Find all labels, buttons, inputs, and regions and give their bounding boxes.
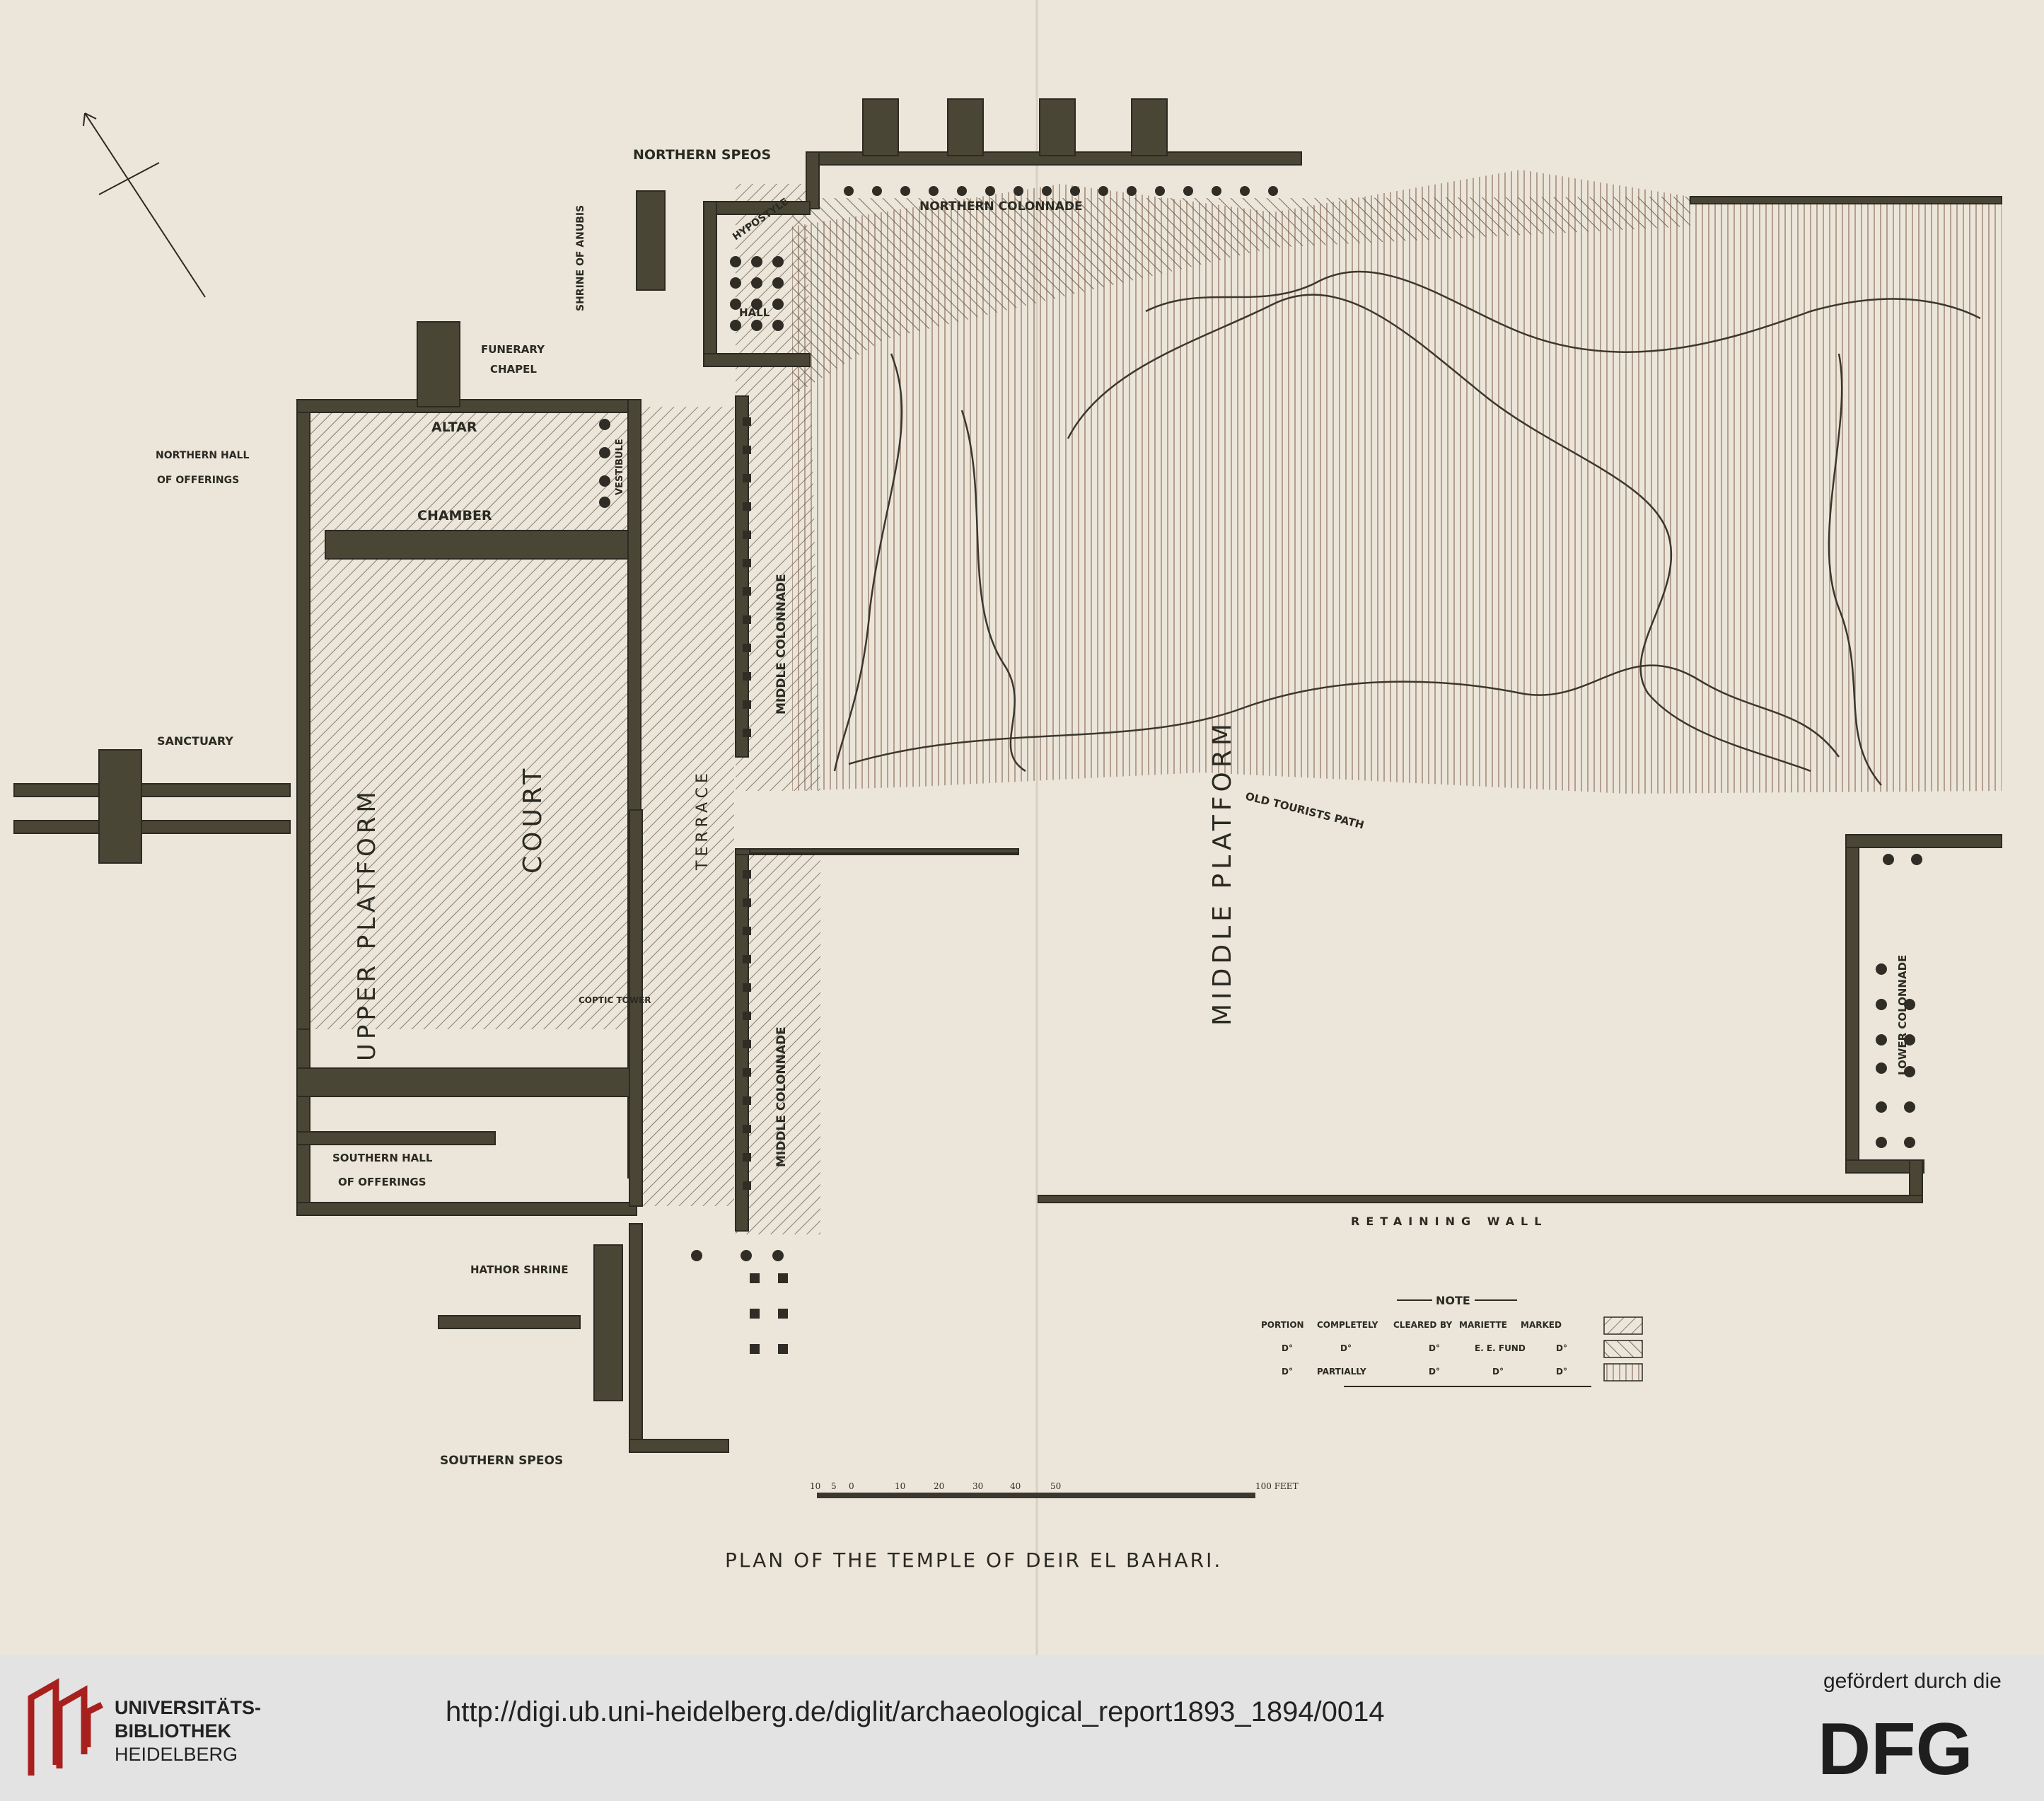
svg-text:COMPLETELY: COMPLETELY [1317,1320,1378,1330]
label-hall: HALL [739,306,770,319]
label-northern-colonnade: NORTHERN COLONNADE [919,199,1083,214]
ee-fund-cleared-strip [792,197,1690,396]
label-chamber: CHAMBER [417,508,492,523]
scale-end-label: 100 FEET [1255,1481,1299,1491]
label-terrace: TERRACE [694,769,712,871]
label-southern-hall: SOUTHERN HALL [332,1152,433,1164]
terrace-area [635,407,734,1206]
label-southern-hall-offerings: OF OFFERINGS [338,1176,426,1188]
svg-text:10: 10 [810,1481,820,1491]
label-northern-hall-offerings: OF OFFERINGS [157,475,239,486]
svg-text:D°: D° [1429,1367,1440,1377]
svg-text:50: 50 [1050,1481,1061,1491]
legend-swatch-mariette [1603,1316,1643,1335]
label-altar: ALTAR [431,419,477,435]
map-title: PLAN OF THE TEMPLE OF DEIR EL BAHARI. [725,1548,1222,1572]
svg-text:D°: D° [1556,1367,1567,1377]
north-arrow [83,112,206,298]
upper-court-area [303,407,635,1029]
library-logo-icon [28,1678,104,1776]
svg-text:MARIETTE: MARIETTE [1459,1320,1507,1330]
svg-text:20: 20 [934,1481,944,1491]
legend-heading: NOTE [1436,1294,1470,1307]
label-upper-platform: UPPER PLATFORM [353,787,381,1061]
svg-text:10: 10 [895,1481,905,1491]
scale-bar: 10 5 0 10 20 30 40 50 100 FEET [810,1481,1299,1498]
label-old-tourists-path: OLD TOURISTS PATH [1244,789,1365,831]
svg-text:D°: D° [1429,1343,1440,1353]
footer-bar: UNIVERSITÄTS- BIBLIOTHEK HEIDELBERG http… [0,1655,2044,1801]
label-middle-colonnade-north: MIDDLE COLONNADE [774,574,789,714]
svg-text:PARTIALLY: PARTIALLY [1317,1367,1366,1377]
label-middle-platform: MIDDLE PLATFORM [1208,719,1237,1026]
svg-text:E. E. FUND: E. E. FUND [1475,1343,1526,1353]
library-name: UNIVERSITÄTS- BIBLIOTHEK HEIDELBERG [115,1697,262,1765]
temple-plan-map: NORTHERN SPEOS NORTHERN COLONNADE SHRINE… [13,0,2002,1655]
label-middle-colonnade-south: MIDDLE COLONNADE [774,1026,789,1167]
label-court: COURT [518,765,547,874]
columns [599,186,1922,1261]
svg-text:BY: BY [1440,1320,1452,1330]
label-lower-colonnade: LOWER COLONNADE [1896,955,1909,1075]
label-northern-hall: NORTHERN HALL [156,450,249,461]
label-retaining-wall: RETAINING WALL [1351,1215,1547,1228]
plan-drawing: NORTHERN SPEOS NORTHERN COLONNADE SHRINE… [13,0,2002,1655]
funding-note: gefördert durch die [1823,1669,2002,1693]
svg-text:D°: D° [1282,1343,1293,1353]
svg-text:D°: D° [1556,1343,1567,1353]
svg-text:CLEARED: CLEARED [1393,1320,1436,1330]
legend-swatch-partial [1603,1363,1643,1382]
legend: NOTE PORTION COMPLETELY CLEARED BY MARIE… [1261,1294,1643,1387]
label-vestibule: VESTIBULE [615,439,625,495]
legend-swatch-ee-fund [1603,1340,1643,1358]
svg-text:40: 40 [1010,1481,1021,1491]
label-shrine-of-anubis: SHRINE OF ANUBIS [575,205,586,311]
label-coptic-tower: COPTIC TOWER [579,995,651,1005]
svg-text:D°: D° [1282,1367,1293,1377]
label-funerary: FUNERARY [481,343,545,356]
label-southern-speos: SOUTHERN SPEOS [440,1454,563,1468]
dfg-logo-icon: DFG [1818,1712,1973,1783]
svg-text:30: 30 [972,1481,983,1491]
temple-walls [13,98,2002,1453]
source-url-link[interactable]: http://digi.ub.uni-heidelberg.de/diglit/… [446,1696,1385,1727]
svg-text:0: 0 [849,1481,854,1491]
label-chapel: CHAPEL [490,363,537,376]
svg-text:D°: D° [1492,1367,1504,1377]
svg-text:5: 5 [831,1481,837,1491]
label-hathor-shrine: HATHOR SHRINE [470,1263,569,1276]
label-sanctuary: SANCTUARY [157,734,233,748]
label-northern-speos: NORTHERN SPEOS [633,147,771,163]
middle-platform-partial-area [792,170,2002,794]
svg-text:PORTION: PORTION [1261,1320,1304,1330]
svg-text:DFG: DFG [1818,1712,1973,1783]
square-pillars [743,417,788,1354]
hatched-strip [736,184,820,791]
svg-text:MARKED: MARKED [1521,1320,1562,1330]
svg-text:D°: D° [1340,1343,1352,1353]
